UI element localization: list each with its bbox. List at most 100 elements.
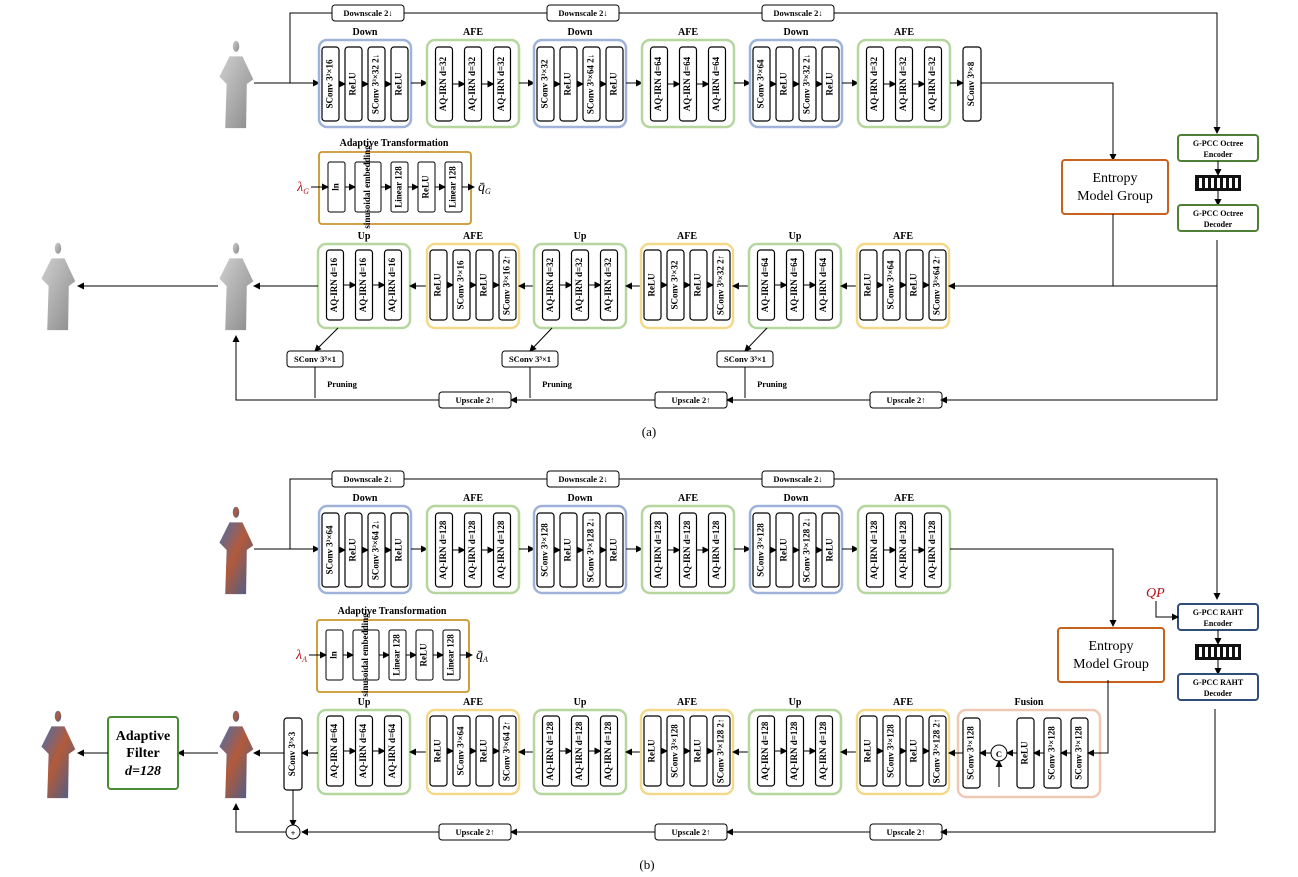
b-dec-block-5-2-label: ReLU [909,739,919,762]
b-at-block-label-4: Linear 128 [446,634,456,676]
b-dec-block-0-2-label: AQ-IRN d=64 [387,723,397,778]
b-enc-block-3-2-label: AQ-IRN d=128 [711,520,721,579]
b-downscale-2 [761,470,835,488]
b-gpcc-dec-l2: Decoder [1204,689,1233,698]
b-enc-block-3-0-label: AQ-IRN d=128 [653,520,663,579]
b-dec-group-title-0: Up [358,697,371,708]
b-plus-label: + [291,828,296,838]
b-dec-block-5-3 [928,715,947,787]
a-enc-block-4-1-label: ReLU [779,72,789,95]
b-output-figure-head [54,710,62,722]
b-enc-group-title-4: Down [783,493,808,504]
b-fusion-block-2-label: SConv 3³×128 [1047,726,1057,780]
b-gpcc-enc-l2: Encoder [1204,619,1233,628]
a-recon-figure-head [232,242,240,254]
b-dec-group-title-4: Up [789,697,802,708]
a-at-title: Adaptive Transformation [340,138,449,149]
a-upscale-label-1: Upscale 2↑ [672,395,711,405]
a-input-figure-body [219,56,254,129]
b-dec-block-3-3 [712,715,731,787]
a-dec-block-3-1-label: SConv 3³×32 [670,260,680,310]
b-entropy-to-fus [1087,680,1109,757]
b-dec-block-4-1-label: AQ-IRN d=128 [789,721,799,780]
b-dec-block-3-0-label: ReLU [647,739,657,762]
a-recon-figure-body [219,258,254,331]
b-enc-block-4-3 [821,512,840,588]
a-prune-conv-label-0: SConv 3³×1 [294,354,336,364]
b-dec-group-title-1: AFE [463,697,483,708]
b-enc-block-5-0-label: AQ-IRN d=128 [869,520,879,579]
b-upscale-label-2: Upscale 2↑ [887,827,926,837]
a-gpcc-enc-l1: G-PCC Octree [1193,139,1244,148]
b-recon-figure [219,710,254,799]
b-input-figure-head [232,506,240,518]
a-dec-block-4-2-label: AQ-IRN d=64 [818,257,828,312]
b-enc-block-3-1-label: AQ-IRN d=128 [682,520,692,579]
b-at-block-label-0: ln [329,651,339,659]
b-enc-group-title-0: Down [352,493,377,504]
a-caption: (a) [642,424,656,439]
b-at-input-sub: A [301,655,307,664]
a-gpcc-dec [1177,204,1259,232]
a-dec-group-title-2: Up [574,231,587,242]
a-dec-block-3-2-label: ReLU [693,273,703,296]
b-enc-block-2-3-label: ReLU [609,538,619,561]
b-fusion-block-1-label: ReLU [1020,741,1030,764]
b-dec-group-title-3: AFE [677,697,697,708]
b-bitstream-bit-1 [1205,647,1208,657]
b-af-l1: Adaptive [116,729,170,744]
b-enc-block-0-1-label: ReLU [348,538,358,561]
a-downscale-label-1: Downscale 2↓ [558,8,607,18]
b-downscale-label-1: Downscale 2↓ [558,474,607,484]
a-dec-block-5-3 [928,249,947,321]
a-bitstream-bit-2 [1211,178,1214,188]
a-enc-group-title-1: AFE [463,27,483,38]
a-dec-block-4-1-label: AQ-IRN d=64 [789,257,799,312]
b-input-figure-body [219,522,254,595]
a-downscale-label-0: Downscale 2↓ [343,8,392,18]
a-enc-block-1-2-label: AQ-IRN d=32 [496,56,506,111]
a-dec-block-0-1-label: AQ-IRN d=16 [358,257,368,312]
b-af-l2: Filter [126,746,159,761]
a-dec-block-2-1-label: AQ-IRN d=32 [574,257,584,312]
b-output-figure [41,710,76,799]
a-dec-block-5-2-label: ReLU [909,273,919,296]
a-dec-block-0-2-label: AQ-IRN d=16 [387,257,397,312]
a-dec-block-2-2 [599,249,619,321]
a-enc-block-0-3 [390,46,409,122]
b-entropy-l1: Entropy [1088,639,1133,654]
b-downscale-path [289,478,1221,600]
a-enc-block-5-1-label: AQ-IRN d=32 [898,56,908,111]
a-dec-group-title-1: AFE [463,231,483,242]
a-enc-block-2-1-label: ReLU [563,72,573,95]
b-dec-block-0-1-label: AQ-IRN d=64 [358,723,368,778]
a-downscale-label-2: Downscale 2↓ [773,8,822,18]
a-pruning-label-1: Pruning [542,379,573,389]
b-qp: QP [1146,586,1165,601]
b-to-entropy [950,548,1117,627]
b-dec-block-2-0-label: AQ-IRN d=128 [545,721,555,780]
b-enc-block-2-3 [605,512,624,588]
b-dec-group-title-5: AFE [893,697,913,708]
a-at-block-label-3: ReLU [421,175,431,198]
a-enc-block-3-2 [707,46,727,122]
b-downscale-label-2: Downscale 2↓ [773,474,822,484]
b-downscale-label-0: Downscale 2↓ [343,474,392,484]
a-enc-group-title-4: Down [783,27,808,38]
a-prune-in-2 [744,327,768,352]
b-enc-block-5-1-label: AQ-IRN d=128 [898,520,908,579]
a-prune-conv-label-1: SConv 3³×1 [509,354,551,364]
a-dec-group-title-3: AFE [677,231,697,242]
a-at-block-label-1: sinusoidal embedding [362,145,372,229]
b-enc-block-1-2 [492,512,512,588]
a-dec-block-5-0-label: ReLU [863,273,873,296]
b-enc-block-5-2-label: AQ-IRN d=128 [927,520,937,579]
b-enc-group-title-3: AFE [678,493,698,504]
b-bitstream-bit-2 [1211,647,1214,657]
a-at-output: q̄G [478,180,491,196]
a-enc-block-0-3-label: ReLU [394,72,404,95]
a-enc-block-2-3-label: ReLU [609,72,619,95]
b-dec-block-4-0-label: AQ-IRN d=128 [760,721,770,780]
b-final-conv-label: SConv 3³×3 [287,731,297,776]
b-dec-block-3-2-label: ReLU [693,739,703,762]
